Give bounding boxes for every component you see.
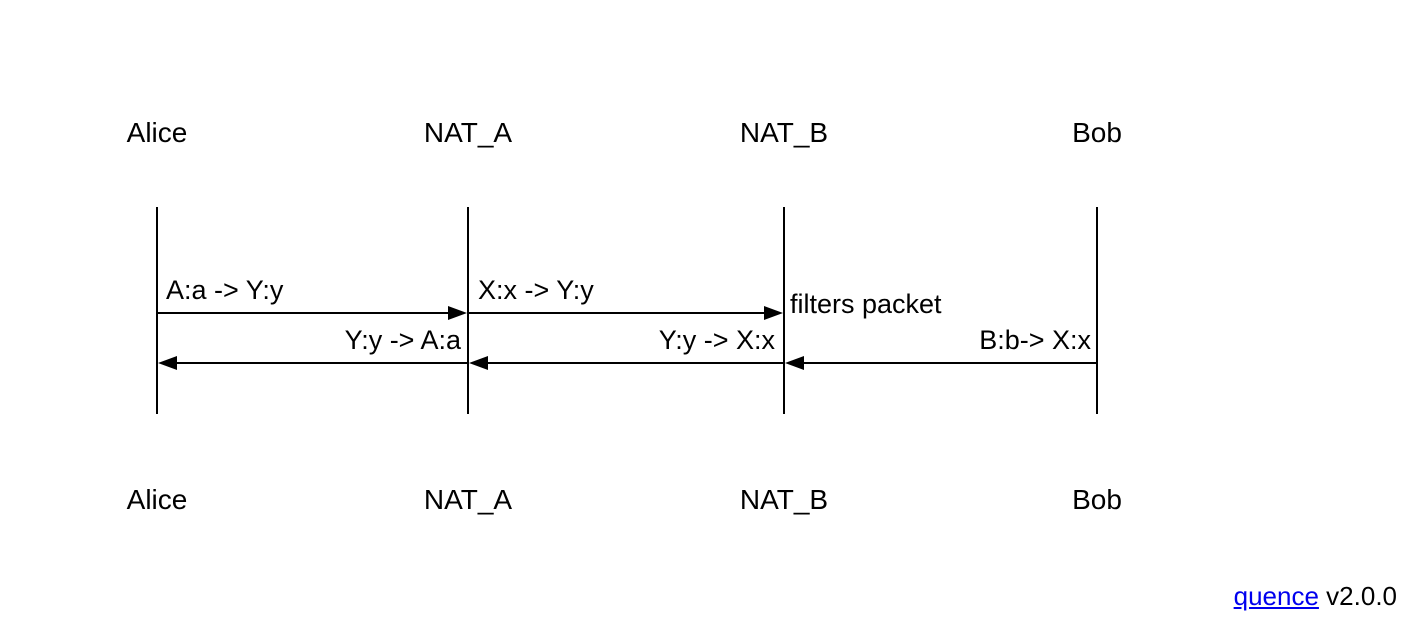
participant-label-alice-top: Alice (126, 117, 188, 148)
quence-link[interactable]: quence (1233, 581, 1319, 611)
arrowhead-left-icon (785, 356, 804, 370)
message-label-2: X:x -> Y:y (478, 275, 594, 305)
participant-label-nat-b-top: NAT_B (739, 117, 829, 148)
footer: quence v2.0.0 (1234, 582, 1397, 610)
message-label-5: Y:y -> A:a (344, 325, 461, 355)
lifeline-alice (156, 207, 158, 414)
version-label: v2.0.0 (1326, 581, 1397, 611)
lifeline-nat-a (467, 207, 469, 414)
participant-label-bob-top: Bob (1072, 117, 1122, 148)
arrowhead-left-icon (158, 356, 177, 370)
arrowhead-right-icon (448, 306, 467, 320)
participant-label-alice-bottom: Alice (126, 484, 188, 515)
note-filters-packet: filters packet (790, 289, 942, 319)
message-label-3: B:b-> X:x (979, 325, 1091, 355)
arrowhead-left-icon (469, 356, 488, 370)
message-arrow-5-line (176, 362, 468, 364)
message-arrow-2-line (468, 312, 765, 314)
lifeline-nat-b (783, 207, 785, 414)
participant-label-nat-a-bottom: NAT_A (423, 484, 513, 515)
message-arrow-4-line (487, 362, 783, 364)
message-arrow-1-line (157, 312, 450, 314)
participant-label-nat-a-top: NAT_A (423, 117, 513, 148)
arrowhead-right-icon (764, 306, 783, 320)
message-label-1: A:a -> Y:y (166, 275, 284, 305)
message-label-4: Y:y -> X:x (658, 325, 775, 355)
participant-label-nat-b-bottom: NAT_B (739, 484, 829, 515)
participant-label-bob-bottom: Bob (1072, 484, 1122, 515)
message-arrow-3-line (803, 362, 1097, 364)
lifeline-bob (1096, 207, 1098, 414)
